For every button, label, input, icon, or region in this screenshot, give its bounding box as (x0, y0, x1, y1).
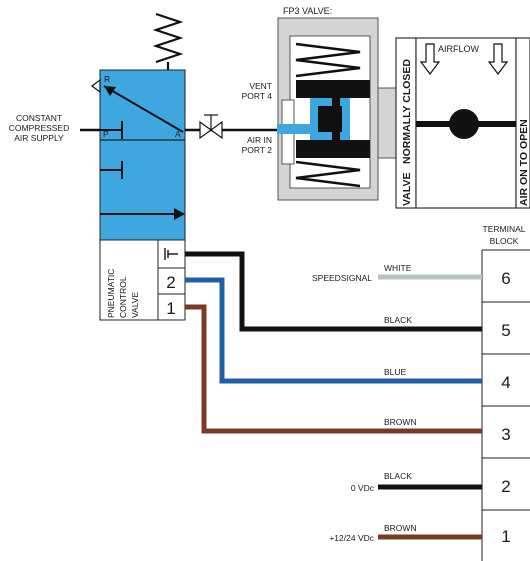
terminal-block (481, 249, 530, 561)
air-supply-label: CONSTANT COMPRESSED AIR SUPPLY (9, 113, 69, 143)
valve-label: VALVE (401, 173, 413, 206)
brown2-wire-label: BROWN (384, 523, 417, 533)
airflow-arrow-icon (419, 43, 509, 75)
terminal-5: 5 (501, 321, 510, 340)
brown-wire-label: BROWN (384, 417, 417, 427)
ground-symbol-icon (164, 248, 178, 260)
fp3-title: FP3 VALVE: (283, 6, 332, 16)
vent-port-label: VENT PORT 4 (242, 81, 273, 101)
svg-text:COMPRESSED: COMPRESSED (9, 123, 69, 133)
pneumatic-valve-body (99, 69, 186, 241)
valve-return-spring (152, 12, 184, 64)
inline-valve-icon (199, 114, 223, 140)
svg-text:VENT: VENT (249, 81, 272, 91)
svg-text:PORT 2: PORT 2 (242, 145, 273, 155)
pin-2-label: 2 (166, 273, 175, 292)
terminal-6: 6 (501, 269, 510, 288)
svg-text:BLOCK: BLOCK (490, 236, 519, 246)
port-r-label: R (104, 74, 110, 84)
terminal-1: 1 (501, 527, 510, 546)
svg-text:AIR IN: AIR IN (247, 135, 272, 145)
terminal-4: 4 (501, 373, 510, 392)
black2-wire-label: BLACK (384, 471, 412, 481)
fp3-valve-body (277, 17, 379, 201)
control-valve-label: PNEUMATIC CONTROL VALVE (106, 269, 140, 318)
brown-wire (185, 304, 482, 434)
blue-wire-label: BLUE (384, 367, 407, 377)
svg-text:PNEUMATIC: PNEUMATIC (106, 269, 116, 318)
port-a-label: A (175, 129, 181, 139)
terminal-3: 3 (501, 425, 510, 444)
svg-text:TERMINAL: TERMINAL (483, 224, 526, 234)
svg-text:CONSTANT: CONSTANT (16, 113, 62, 123)
svg-text:AIR SUPPLY: AIR SUPPLY (14, 133, 64, 143)
air-in-port-label: AIR IN PORT 2 (242, 135, 273, 155)
pin-1-label: 1 (166, 299, 175, 318)
normally-closed-label: NORMALLY CLOSED (401, 59, 413, 164)
airflow-label: AIRFLOW (438, 44, 480, 54)
air-on-to-open-label: AIR ON TO OPEN (518, 119, 530, 206)
black-wire (185, 251, 482, 332)
port-p-label: P (103, 129, 109, 139)
svg-text:VALVE: VALVE (130, 292, 140, 318)
fp3-connector (377, 87, 397, 159)
black-wire-label: BLACK (384, 315, 412, 325)
speedsignal-label: SPEEDSIGNAL (312, 273, 372, 283)
zero-vdc-label: 0 VDc (351, 483, 375, 493)
svg-text:CONTROL: CONTROL (118, 276, 128, 318)
svg-text:PORT 4: PORT 4 (242, 91, 273, 101)
blue-wire (185, 277, 482, 384)
exhaust-port-icon (91, 78, 101, 94)
white-wire-label: WHITE (384, 263, 412, 273)
terminal-2: 2 (501, 477, 510, 496)
supply-vdc-label: +12/24 VDc (329, 533, 374, 543)
damper-housing (395, 37, 530, 209)
terminal-block-title: TERMINAL BLOCK (483, 224, 526, 246)
